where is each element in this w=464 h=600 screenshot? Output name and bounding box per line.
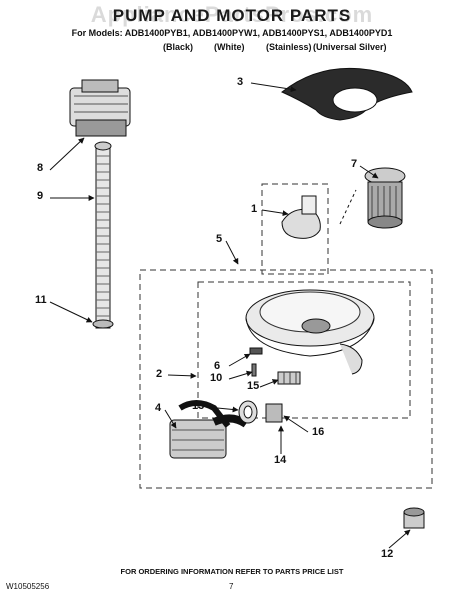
finish-universal-silver: (Universal Silver) <box>313 42 387 52</box>
models-line: For Models: ADB1400PYB1, ADB1400PYW1, AD… <box>71 28 393 38</box>
callout-2: 2 <box>156 368 163 380</box>
callout-15: 15 <box>247 380 260 392</box>
callout-12: 12 <box>381 548 394 560</box>
pump-subassembly-box <box>261 183 329 275</box>
finish-white: (White) <box>214 42 245 52</box>
callout-1: 1 <box>251 203 258 215</box>
page-title: PUMP AND MOTOR PARTS <box>112 6 352 25</box>
callout-3: 3 <box>237 76 244 88</box>
callout-6: 6 <box>214 360 221 372</box>
assembly-inner-box <box>197 281 411 419</box>
callout-4: 4 <box>155 402 162 414</box>
callout-13: 13 <box>192 400 205 412</box>
top-pump-part <box>69 79 131 137</box>
page-number: 7 <box>229 582 234 591</box>
callout-16: 16 <box>312 426 325 438</box>
callout-10: 10 <box>210 372 223 384</box>
drain-hose-part <box>94 141 112 329</box>
filter-cylinder-part <box>364 167 406 229</box>
callout-7: 7 <box>351 158 358 170</box>
ordering-note: FOR ORDERING INFORMATION REFER TO PARTS … <box>120 567 344 576</box>
small-valve-part <box>249 347 263 377</box>
pump-housing-part <box>281 195 321 239</box>
seal-ring-part <box>238 400 258 424</box>
hose-clamp-part <box>92 319 114 329</box>
assembly-outer-box <box>139 269 433 489</box>
doc-number: W10505256 <box>6 582 50 591</box>
callout-9: 9 <box>37 190 44 202</box>
callout-8: 8 <box>37 162 44 174</box>
sump-base-part <box>245 289 375 375</box>
callout-11: 11 <box>35 294 47 306</box>
filter-plate-part <box>281 67 413 121</box>
sensor-part <box>403 507 425 529</box>
connector-block-part <box>277 371 301 385</box>
callout-5: 5 <box>216 233 223 245</box>
finish-black: (Black) <box>163 42 194 52</box>
coupler-part <box>265 403 283 423</box>
drain-motor-part <box>169 400 249 459</box>
callout-14: 14 <box>274 454 287 466</box>
finish-stainless: (Stainless) <box>266 42 312 52</box>
